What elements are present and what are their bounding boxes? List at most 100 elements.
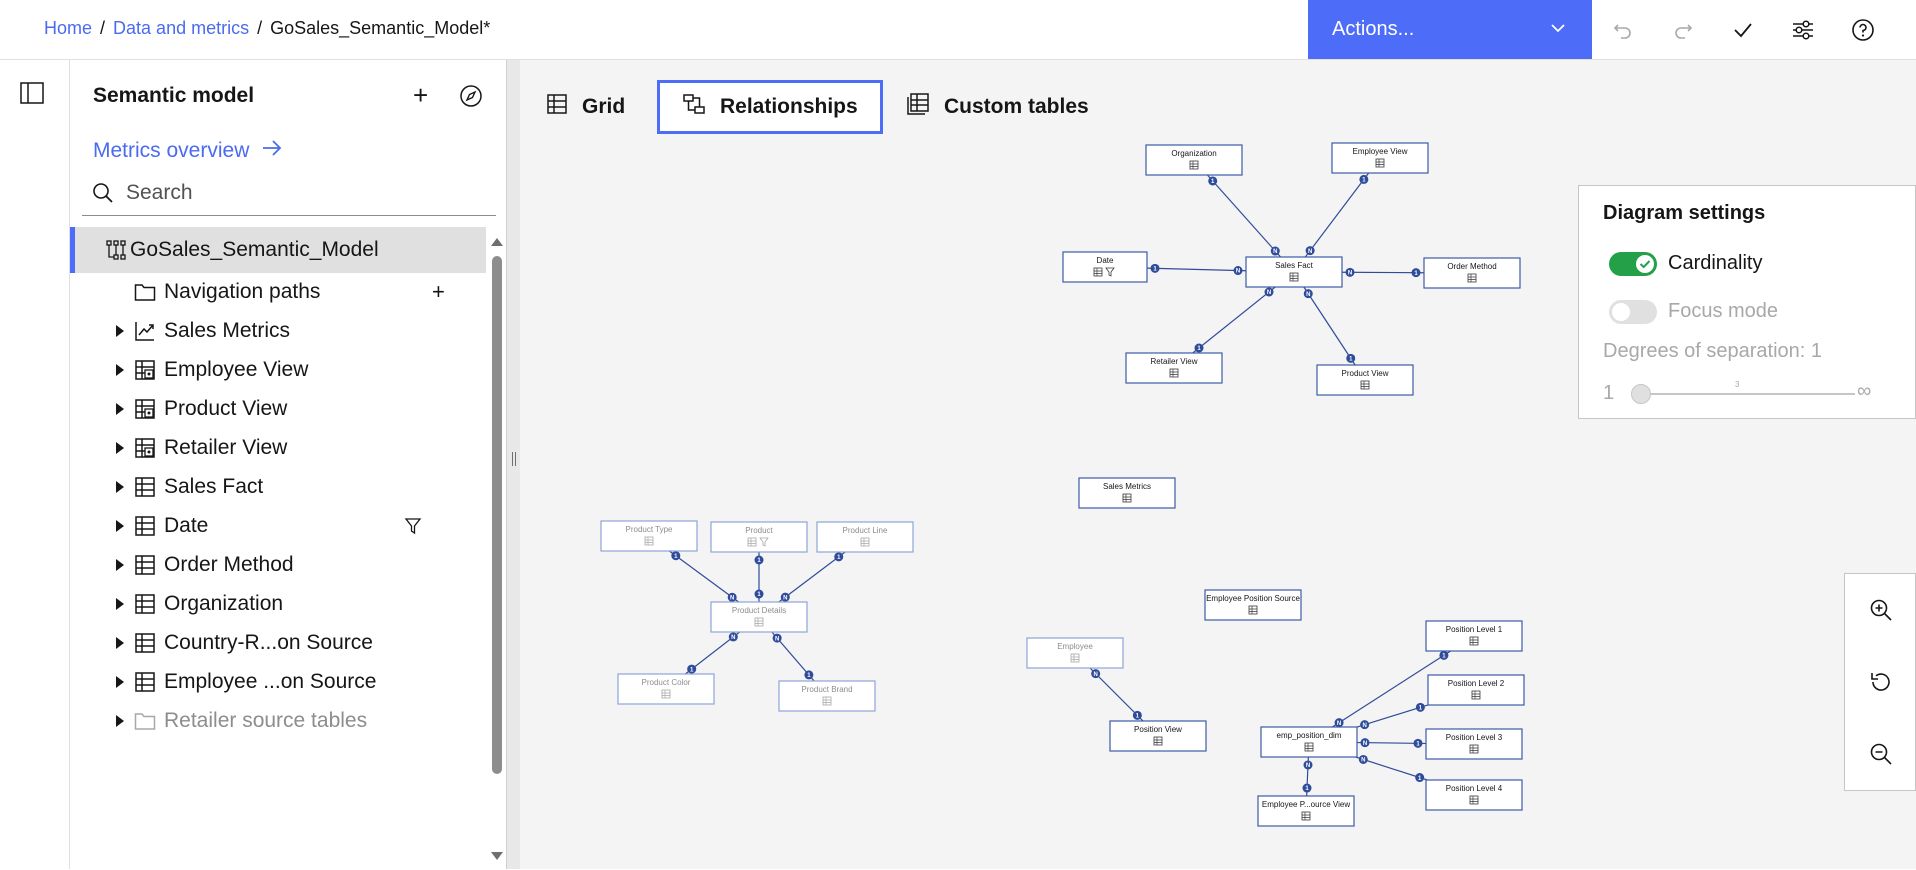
view-icon (134, 359, 156, 381)
zoom-out-icon[interactable] (1863, 736, 1899, 772)
cardinality-toggle[interactable] (1609, 252, 1657, 276)
breadcrumb-home[interactable]: Home (44, 18, 92, 39)
diagram-node-organization[interactable]: Organization (1146, 145, 1242, 175)
tree-scrollbar[interactable] (488, 230, 506, 870)
undo-icon[interactable] (1608, 15, 1638, 45)
diagram-node-product-line[interactable]: Product Line (817, 522, 913, 552)
help-icon[interactable] (1848, 15, 1878, 45)
cardinality-badge: N (781, 593, 790, 602)
caret-right-icon[interactable] (116, 325, 124, 337)
cardinality-badge: N (1271, 247, 1280, 256)
diagram-node-retailer-view[interactable]: Retailer View (1126, 353, 1222, 383)
svg-text:N: N (1363, 741, 1367, 747)
zoom-in-icon[interactable] (1863, 592, 1899, 628)
add-icon[interactable]: + (413, 80, 428, 111)
tree-item-label: Employee View (164, 358, 308, 382)
cardinality-badge: 1 (1439, 651, 1448, 660)
cardinality-badge: N (1265, 287, 1274, 296)
node-label: Order Method (1447, 262, 1496, 271)
panel-resize-handle[interactable] (506, 60, 520, 869)
diagram-node-emp-position-dim[interactable]: emp_position_dim (1261, 727, 1357, 757)
caret-right-icon[interactable] (116, 676, 124, 688)
caret-right-icon[interactable] (116, 364, 124, 376)
tree-item-label: Navigation paths (164, 280, 320, 304)
diagram-node-product[interactable]: Product (711, 522, 807, 552)
caret-right-icon[interactable] (116, 715, 124, 727)
diagram-node-product-color[interactable]: Product Color (618, 674, 714, 704)
diagram-node-position-level-2[interactable]: Position Level 2 (1428, 675, 1524, 705)
table-icon (134, 632, 156, 654)
diagram-node-position-level-3[interactable]: Position Level 3 (1426, 729, 1522, 759)
reset-icon[interactable] (1863, 664, 1899, 700)
checkmark-icon[interactable] (1728, 15, 1758, 45)
actions-dropdown[interactable]: Actions... (1308, 0, 1592, 59)
diagram-node-date[interactable]: Date (1063, 252, 1147, 282)
svg-text:N: N (731, 635, 735, 641)
diagram-node-position-level-4[interactable]: Position Level 4 (1426, 780, 1522, 810)
breadcrumb-data-and-metrics[interactable]: Data and metrics (113, 18, 249, 39)
caret-right-icon[interactable] (116, 442, 124, 454)
diagram-node-product-view[interactable]: Product View (1317, 365, 1413, 395)
svg-text:N: N (775, 636, 779, 642)
tree-item-retailer-source-tables[interactable]: Retailer source tables (70, 698, 486, 744)
metrics-overview-label: Metrics overview (93, 139, 249, 163)
relationship-edge[interactable] (1193, 287, 1276, 353)
settings-adjust-icon[interactable] (1788, 15, 1818, 45)
diagram-node-employee-position-source[interactable]: Employee Position Source (1205, 590, 1301, 620)
cardinality-badge: 1 (755, 556, 764, 565)
diagram-node-position-level-1[interactable]: Position Level 1 (1426, 621, 1522, 651)
diagram-node-order-method[interactable]: Order Method (1424, 258, 1520, 288)
caret-right-icon[interactable] (116, 481, 124, 493)
focus-mode-toggle[interactable] (1609, 300, 1657, 324)
diagram-node-position-view[interactable]: Position View (1110, 721, 1206, 751)
redo-icon[interactable] (1668, 15, 1698, 45)
relationship-edge[interactable] (1147, 268, 1246, 271)
cardinality-badge: N (728, 593, 737, 602)
node-label: Position Level 3 (1446, 733, 1503, 742)
diagram-node-employee[interactable]: Employee (1027, 638, 1123, 668)
svg-text:N: N (1306, 763, 1310, 769)
caret-right-icon[interactable] (116, 403, 124, 415)
compass-icon[interactable] (459, 84, 483, 113)
cardinality-badge: 1 (1346, 354, 1355, 363)
cardinality-badge: 1 (1359, 175, 1368, 184)
relationship-edge[interactable] (1305, 173, 1368, 257)
search-input[interactable] (126, 181, 466, 205)
node-label: Product Type (626, 525, 674, 534)
diagram-node-product-type[interactable]: Product Type (601, 521, 697, 551)
filter-icon[interactable] (404, 517, 422, 535)
diagram-node-sales-fact[interactable]: Sales Fact (1246, 257, 1342, 287)
diagram-node-product-details[interactable]: Product Details (711, 602, 807, 632)
tree-item-gosales-semantic-model[interactable]: GoSales_Semantic_Model (70, 227, 486, 273)
table-icon (134, 593, 156, 615)
view-icon (134, 437, 156, 459)
metrics-overview-link[interactable]: Metrics overview (93, 138, 283, 164)
sidebar-toggle-icon[interactable] (20, 82, 44, 109)
scroll-down-arrow[interactable] (491, 852, 503, 860)
relationship-edge[interactable] (1304, 287, 1355, 365)
caret-right-icon[interactable] (116, 559, 124, 571)
diagram-node-product-brand[interactable]: Product Brand (779, 681, 875, 711)
table-icon (134, 671, 156, 693)
degrees-slider-track[interactable] (1641, 393, 1855, 395)
svg-text:N: N (730, 595, 734, 601)
relationship-edge[interactable] (1207, 175, 1280, 257)
diagram-node-employee-view[interactable]: Employee View (1332, 143, 1428, 173)
diagram-node-employee-p-source-view[interactable]: Employee P...ource View (1258, 796, 1354, 826)
caret-right-icon[interactable] (116, 637, 124, 649)
node-label: Product Details (732, 606, 786, 615)
add-navigation-path-icon[interactable]: + (432, 279, 445, 305)
caret-right-icon[interactable] (116, 520, 124, 532)
diagram-node-sales-metrics[interactable]: Sales Metrics (1079, 478, 1175, 508)
caret-right-icon[interactable] (116, 598, 124, 610)
scroll-thumb[interactable] (492, 256, 502, 774)
cardinality-badge: 1 (755, 590, 764, 599)
svg-text:N: N (1267, 290, 1271, 296)
relationship-edge[interactable] (669, 551, 738, 602)
degrees-slider-handle[interactable] (1631, 384, 1651, 404)
cardinality-badge: N (1091, 669, 1100, 678)
scroll-up-arrow[interactable] (491, 238, 503, 246)
degrees-of-separation-label: Degrees of separation: 1 (1603, 340, 1822, 363)
